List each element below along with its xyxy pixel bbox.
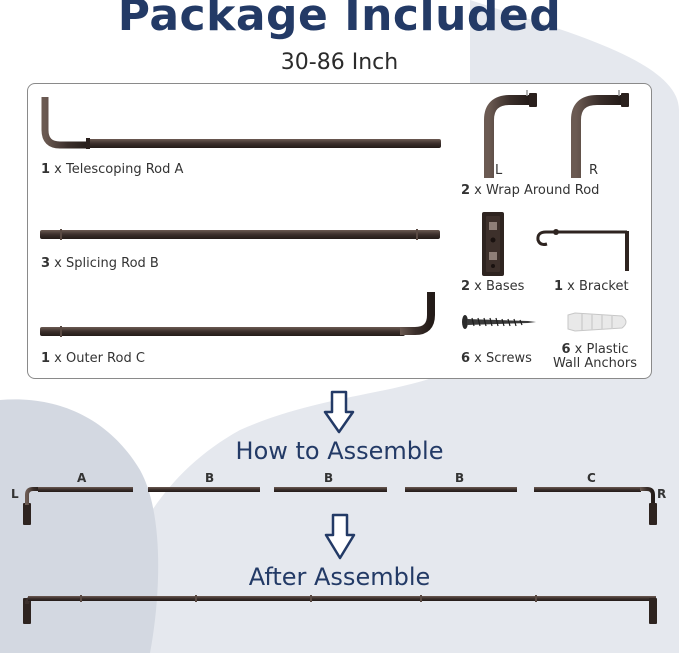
outer-rod-c [40,292,435,337]
wrap-around-rod-left [484,90,537,178]
bracket [536,229,629,271]
how-to-assemble-title: How to Assemble [235,437,444,465]
wrap-right-mark: R [589,163,599,178]
assembly-segment-label: C [587,471,596,485]
wrap-label: 2 x Wrap Around Rod [461,183,600,198]
assembly-segment-label: A [77,471,87,485]
screws-label: 6 x Screws [461,351,532,366]
assembly-diagram [23,487,657,525]
wrap-left-mark: L [495,163,503,178]
telescoping-rod-a [41,97,441,149]
assembly-segment-label: B [324,471,334,485]
wrap-around-rod-right [571,90,629,178]
rod-c-label: 1 x Outer Rod C [41,351,145,366]
screw [462,315,536,329]
down-arrow-icon [324,513,356,560]
assembly-left-end-label: L [11,487,19,501]
bracket-label: 1 x Bracket [554,279,629,294]
assembled-rod [23,595,657,624]
after-assemble-title: After Assemble [248,563,431,591]
down-arrow-icon [323,390,355,434]
assembly-right-end-label: R [657,487,667,501]
page-title: Package Included [117,0,562,41]
rod-b-label: 3 x Splicing Rod B [41,256,159,271]
bases-label: 2 x Bases [461,279,525,294]
assembly-segment-label: B [455,471,465,485]
rod-a-label: 1 x Telescoping Rod A [41,162,184,177]
splicing-rod-b [40,229,440,240]
plastic-wall-anchor [567,312,627,332]
page-subtitle: 30-86 Inch [280,50,399,75]
wall-base-plate [482,212,504,276]
assembly-segment-label: B [205,471,215,485]
